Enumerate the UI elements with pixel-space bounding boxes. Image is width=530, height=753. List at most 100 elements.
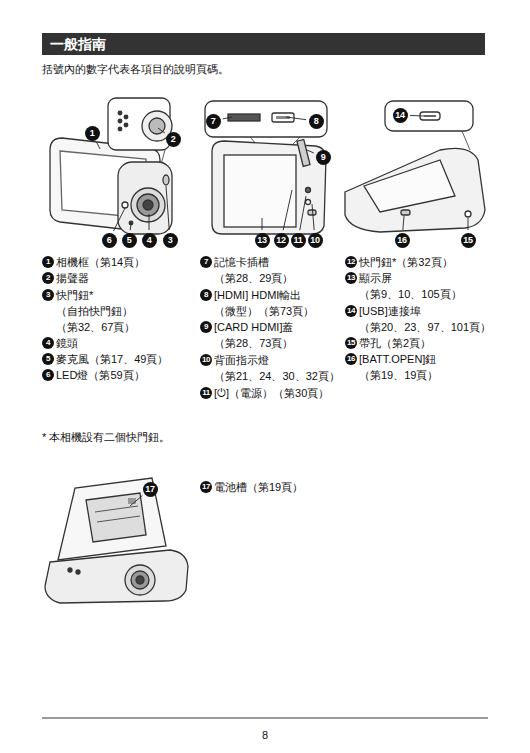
footer-rule xyxy=(42,717,488,719)
camera-front-part xyxy=(124,123,128,127)
leader-line xyxy=(286,117,306,120)
list-number: 11 xyxy=(200,387,212,399)
callout-number: 17 xyxy=(143,482,158,497)
callout-number: 14 xyxy=(393,108,408,123)
callout-number: 16 xyxy=(395,233,410,248)
camera-side-part xyxy=(462,131,470,150)
list-number: 1 xyxy=(42,256,54,268)
list-number: 8 xyxy=(200,289,212,301)
callout-number: 10 xyxy=(308,233,323,248)
camera-back xyxy=(205,101,327,234)
camera-battery-part xyxy=(128,498,136,504)
camera-front-part xyxy=(149,118,165,134)
list-number: 6 xyxy=(42,369,54,381)
part-description: 快門鈕* （自拍快門鈕） （第32、67頁） xyxy=(56,287,135,335)
leader-line xyxy=(410,115,424,117)
leader-line xyxy=(96,142,100,149)
list-number: 15 xyxy=(345,337,357,349)
camera-back-part xyxy=(228,114,260,121)
leader-line xyxy=(113,208,125,231)
callout-number: 4 xyxy=(142,233,157,248)
camera-battery xyxy=(45,478,188,603)
leader-line xyxy=(262,218,263,230)
list-number: 5 xyxy=(42,353,54,365)
part-description: 括號內的數字代表各項目的說明頁碼。 xyxy=(42,61,229,77)
camera-back-part xyxy=(212,141,326,234)
camera-battery-part xyxy=(58,478,166,560)
callout-number: 8 xyxy=(309,114,324,129)
leader-line xyxy=(130,224,132,230)
camera-back-part xyxy=(306,188,311,193)
list-number: 10 xyxy=(200,354,212,366)
leader-line xyxy=(468,218,469,230)
camera-battery-part xyxy=(68,568,72,572)
leader-line xyxy=(403,216,404,230)
camera-front-part xyxy=(131,188,165,222)
leader-line xyxy=(283,190,292,230)
part-description: [BATT.OPEN]鈕 （第19、19頁） xyxy=(359,351,438,383)
camera-front-part xyxy=(143,200,153,210)
list-number: 14 xyxy=(345,305,357,317)
leader-line xyxy=(158,128,165,133)
leader-line xyxy=(166,186,169,230)
list-number: 2 xyxy=(42,272,54,284)
camera-side-part xyxy=(364,160,455,212)
camera-battery-part xyxy=(95,506,138,512)
camera-front-part xyxy=(108,98,170,150)
camera-side-part xyxy=(385,101,473,131)
camera-front xyxy=(50,98,172,234)
camera-front-part xyxy=(124,115,128,119)
list-number: 13 xyxy=(345,272,357,284)
list-number: 16 xyxy=(345,353,357,365)
callout-number: 11 xyxy=(291,233,306,248)
leader-line xyxy=(312,204,314,230)
leader-line xyxy=(307,150,314,153)
part-description: 麥克風（第17、49頁） xyxy=(56,351,168,367)
camera-front-part xyxy=(118,119,122,123)
part-description: [CARD HDMI]蓋 （第28、73頁） xyxy=(214,319,293,351)
camera-battery-part xyxy=(45,550,188,603)
camera-back-part xyxy=(308,210,316,215)
part-description: [HDMI] HDMI輸出 （微型）（第73頁） xyxy=(214,287,314,319)
callout-number: 9 xyxy=(316,150,331,165)
camera-front-part xyxy=(163,175,169,185)
callout-number: 15 xyxy=(461,233,476,248)
list-number: 3 xyxy=(42,289,54,301)
callout-number: 12 xyxy=(274,233,289,248)
list-number: 4 xyxy=(42,337,54,349)
camera-battery-part xyxy=(131,571,149,589)
list-number: 12 xyxy=(345,256,357,268)
part-description: 相機框（第14頁） xyxy=(56,254,145,270)
camera-battery-part xyxy=(136,576,144,584)
part-description: LED燈（第59頁） xyxy=(56,367,145,383)
part-description: 顯示屏 （第9、10、105頁） xyxy=(359,270,462,302)
leader-line xyxy=(223,117,232,119)
leader-line xyxy=(130,495,142,506)
camera-back-part xyxy=(297,139,310,166)
camera-battery-part xyxy=(125,565,155,595)
list-number: 9 xyxy=(200,321,212,333)
camera-side-part xyxy=(401,210,410,215)
callout-number: 5 xyxy=(122,233,137,248)
camera-front-part xyxy=(118,111,122,115)
part-description: 帶孔（第2頁） xyxy=(359,335,431,351)
list-number: 17 xyxy=(200,481,212,493)
camera-battery-part xyxy=(76,570,80,574)
camera-front-part xyxy=(137,194,159,216)
part-description: 快門鈕*（第32頁） xyxy=(359,254,453,270)
camera-battery-part xyxy=(86,493,146,542)
camera-side-part xyxy=(424,115,436,117)
part-description: 電池槽（第19頁） xyxy=(214,479,303,495)
camera-back-part xyxy=(224,155,296,227)
camera-side-part xyxy=(345,148,485,232)
leader-line xyxy=(300,196,306,230)
camera-back-part xyxy=(306,200,311,205)
callout-number: 6 xyxy=(102,233,117,248)
callout-number: 2 xyxy=(166,132,181,147)
callout-number: 13 xyxy=(255,233,270,248)
part-description: 背面指示燈 （第21、24、30、32頁） xyxy=(214,352,340,384)
camera-side-part xyxy=(465,211,471,217)
camera-front-part xyxy=(118,127,122,131)
page-number: 8 xyxy=(262,727,268,743)
